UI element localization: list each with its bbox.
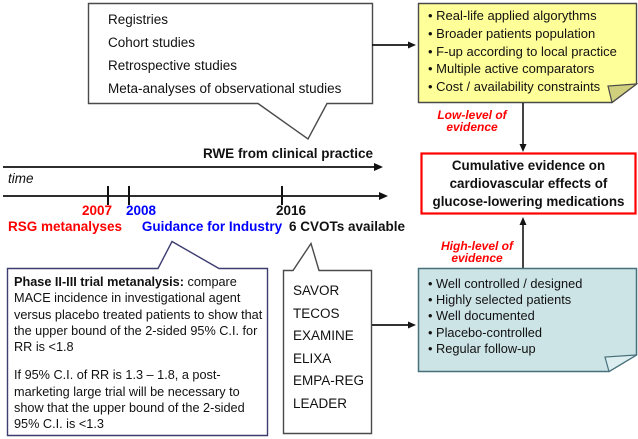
guidance-paragraph-1: Phase II-III trial metanalysis: compare …	[14, 274, 264, 355]
year-2007: 2007	[81, 203, 113, 218]
trial-name: EXAMINE	[293, 328, 354, 344]
note-item: Multiple active comparators	[428, 60, 633, 78]
note-item: Highly selected patients	[428, 292, 633, 308]
low-level-of-evidence-label: Low-level of evidence	[437, 108, 507, 134]
note-item: F-up according to local practice	[428, 43, 633, 61]
guidance-lead: Phase II-III trial metanalysis:	[14, 275, 184, 289]
event-6-cvots-available: 6 CVOTs available	[288, 219, 406, 234]
rwe-arrow-icon	[3, 163, 383, 171]
arrow-to-yellow-note-icon	[372, 41, 416, 49]
event-rsg-metanalyses: RSG metanalyses	[7, 219, 123, 234]
list-item: Cohort studies	[108, 35, 196, 50]
trial-name: LEADER	[293, 395, 348, 411]
guidance-paragraph-2: If 95% C.I. of RR is 1.3 – 1.8, a post-m…	[14, 368, 245, 432]
time-axis-label: time	[8, 171, 34, 186]
trial-name: SAVOR	[293, 283, 340, 298]
note-item: Cost / availability constraints	[428, 78, 633, 96]
cumulative-evidence-box: Cumulative evidence on cardiovascular ef…	[421, 153, 636, 214]
list-item: Meta-analyses of observational studies	[108, 81, 342, 96]
cumulative-line: glucose-lowering medications	[432, 193, 625, 209]
note-item: Regular follow-up	[428, 341, 633, 357]
high-level-of-evidence-label: High-level of evidence	[440, 239, 513, 265]
event-guidance-for-industry: Guidance for Industry	[141, 219, 283, 234]
guidance-callout-bubble	[6, 240, 269, 437]
cvot-callout-bubble	[282, 241, 373, 435]
rct-note-list: Well controlled / designed Highly select…	[428, 276, 633, 357]
list-item: Registries	[108, 12, 169, 27]
arrow-low-level-icon	[519, 103, 527, 152]
note-item: Well controlled / designed	[428, 276, 633, 292]
year-2008: 2008	[125, 203, 157, 218]
rwe-note-list: Real-life applied algorythms Broader pat…	[428, 7, 633, 96]
cvot-trial-list: SAVOR TECOS EXAMINE ELIXA EMPA-REG LEADE…	[293, 280, 364, 416]
list-item: Retrospective studies	[108, 58, 238, 73]
guidance-body: compare MACE incidence in investigationa…	[14, 275, 263, 355]
note-item: Placebo-controlled	[428, 325, 633, 341]
note-item: Broader patients population	[428, 25, 633, 43]
cumulative-line: Cumulative evidence on	[451, 157, 606, 173]
arrow-high-level-icon	[519, 217, 527, 268]
note-item: Well documented	[428, 308, 633, 324]
trial-name: ELIXA	[293, 350, 332, 366]
blue-note-fold-icon	[604, 354, 637, 373]
year-2016: 2016	[275, 203, 307, 218]
observational-callout-bubble	[87, 2, 374, 141]
rwe-from-clinical-practice-label: RWE from clinical practice	[202, 146, 373, 161]
trial-name: EMPA-REG	[293, 373, 365, 389]
arrow-to-blue-note-icon	[372, 321, 416, 329]
cumulative-line: cardiovascular effects of	[449, 175, 608, 191]
cumulative-evidence-box-border	[420, 152, 637, 215]
guidance-callout-text: Phase II-III trial metanalysis: compare …	[14, 274, 264, 433]
time-axis-icon	[3, 186, 388, 205]
note-item: Real-life applied algorythms	[428, 7, 633, 25]
trial-name: TECOS	[293, 305, 340, 321]
observational-studies-list: Registries Cohort studies Retrospective …	[108, 8, 341, 100]
